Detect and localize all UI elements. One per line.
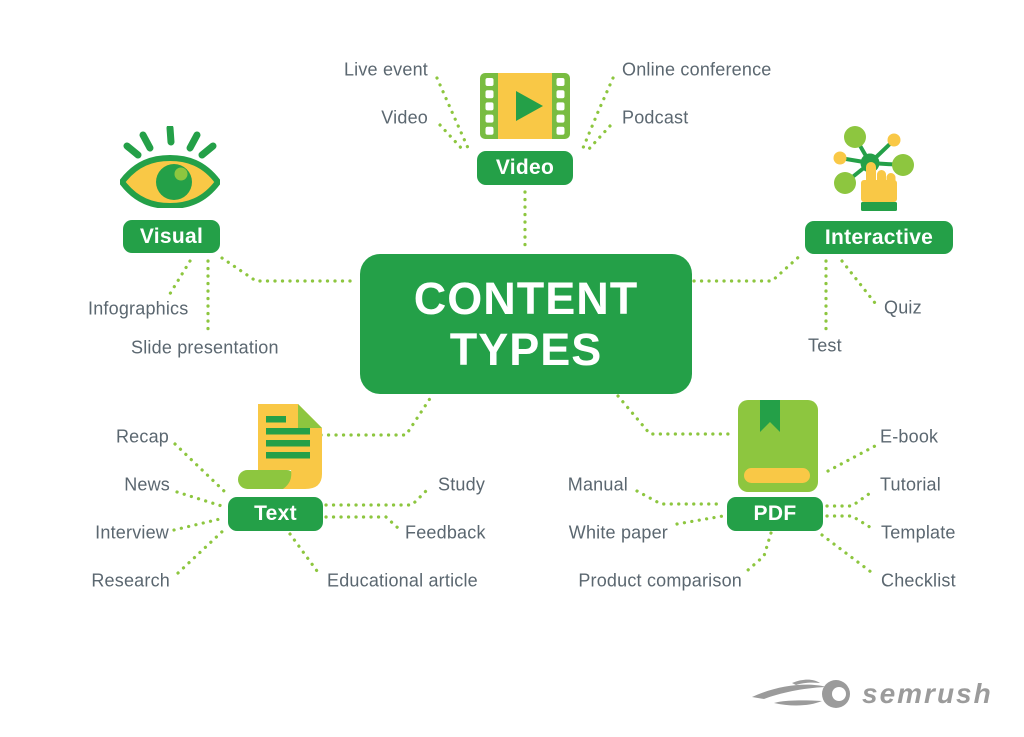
node-manual: Manual (567, 474, 628, 495)
node-template: Template (881, 522, 956, 543)
connector-tutorial (825, 489, 875, 508)
branch-label-visual: Visual (123, 220, 220, 253)
node-study: Study (438, 474, 486, 495)
connector-product-comparison (746, 531, 773, 572)
connector-live-event (435, 76, 470, 150)
connector-video-sub (438, 123, 465, 152)
node-quiz: Quiz (884, 297, 922, 318)
connector-pdf-center (616, 394, 736, 436)
connector-feedback (324, 515, 400, 530)
connector-research (176, 526, 228, 575)
connector-infographics (166, 259, 192, 299)
node-online-conference: Online conference (622, 59, 772, 80)
eye-icon (120, 126, 220, 208)
node-e-book: E-book (880, 426, 939, 447)
connector-educational-article (288, 532, 319, 573)
center-topic-line2: TYPES (449, 324, 603, 375)
semrush-flame-icon (752, 679, 850, 708)
node-infographics: Infographics (88, 298, 189, 319)
node-recap: Recap (115, 426, 169, 447)
node-news: News (124, 474, 170, 495)
connector-quiz (840, 259, 877, 305)
node-feedback: Feedback (405, 522, 486, 543)
node-checklist: Checklist (881, 570, 956, 591)
connector-template (825, 514, 875, 531)
branch-label-text: Text (228, 497, 323, 531)
branch-label-video: Video (477, 151, 573, 185)
node-educational-article: Educational article (327, 570, 478, 591)
film-strip-icon (480, 73, 570, 139)
node-product-comparison: Product comparison (578, 570, 742, 591)
connector-interactive-center (692, 251, 805, 283)
connector-manual (635, 489, 725, 506)
connector-news (175, 490, 227, 509)
node-slide-presentation: Slide presentation (131, 337, 279, 358)
connector-checklist (820, 533, 873, 574)
connector-e-book (826, 444, 877, 473)
connector-interview (172, 516, 226, 532)
semrush-logo: SEMRUSH (750, 674, 993, 714)
connector-text-center (319, 395, 433, 437)
node-podcast: Podcast (622, 107, 689, 128)
center-topic-line1: CONTENT (413, 272, 639, 324)
document-icon (238, 404, 322, 489)
node-test: Test (808, 335, 842, 356)
connector-visual-center (220, 256, 359, 283)
connector-recap (173, 442, 226, 493)
node-video: Video (381, 107, 428, 128)
connector-online-conference (581, 76, 615, 150)
semrush-logo-text: SEMRUSH (862, 678, 993, 709)
node-interview: Interview (95, 522, 169, 543)
book-icon (738, 400, 818, 492)
network-hand-icon (833, 126, 914, 211)
connector-white-paper (675, 514, 725, 526)
node-research: Research (91, 570, 170, 591)
node-live-event: Live event (343, 59, 428, 80)
branch-label-interactive: Interactive (805, 221, 953, 254)
branch-label-pdf: PDF (727, 497, 823, 531)
center-topic-node: CONTENT TYPES (360, 254, 692, 394)
node-white-paper: White paper (568, 522, 668, 543)
connector-study (324, 489, 428, 507)
node-tutorial: Tutorial (880, 474, 941, 495)
connector-podcast (586, 124, 612, 152)
